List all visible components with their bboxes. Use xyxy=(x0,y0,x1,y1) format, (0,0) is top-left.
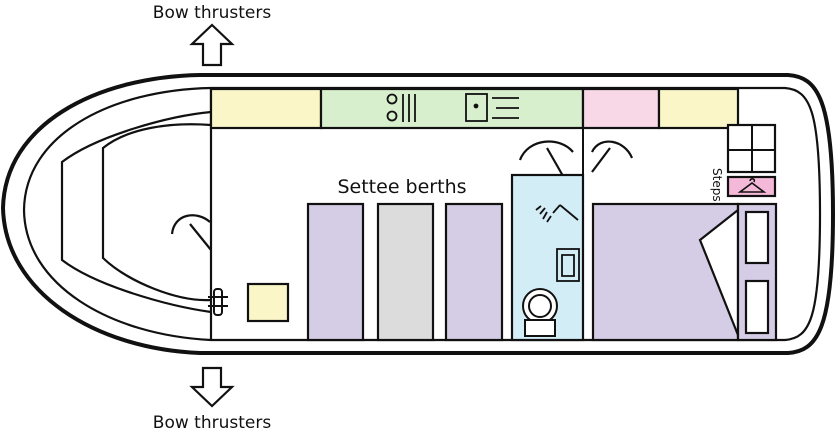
bedside-cupboard-bottom xyxy=(744,279,770,335)
counter-cream-left xyxy=(209,87,323,130)
bow-thrusters-label-bottom: Bow thrusters xyxy=(153,413,272,433)
hob-icon xyxy=(386,93,416,122)
settee-berth-2 xyxy=(444,202,504,342)
counter-cream-right xyxy=(657,87,740,130)
settee-berth-1 xyxy=(306,202,365,342)
bow-thrusters-label-top: Bow thrusters xyxy=(153,3,272,23)
settee-berths-label: Settee berths xyxy=(337,176,466,198)
tiller-icon xyxy=(208,288,228,316)
counter-pink xyxy=(581,87,661,130)
arrow-down-icon xyxy=(189,366,235,408)
arrow-up-icon xyxy=(189,23,235,67)
hull-inner-outline xyxy=(22,86,822,342)
bedside-cupboard-top xyxy=(744,210,770,265)
stool xyxy=(246,282,290,323)
galley-counter xyxy=(319,87,585,130)
settee-berth-table xyxy=(376,202,435,342)
sink-icon xyxy=(465,93,519,122)
door-swing-icon xyxy=(170,140,634,251)
steps-label: Steps xyxy=(710,168,724,202)
bow-deck-seating-inner xyxy=(101,123,212,302)
bow-deck-seating xyxy=(60,110,212,314)
coat-hanger-icon xyxy=(737,178,767,193)
sink-icon xyxy=(556,248,580,282)
toilet-icon xyxy=(522,288,558,337)
shower-head-icon xyxy=(535,204,579,223)
